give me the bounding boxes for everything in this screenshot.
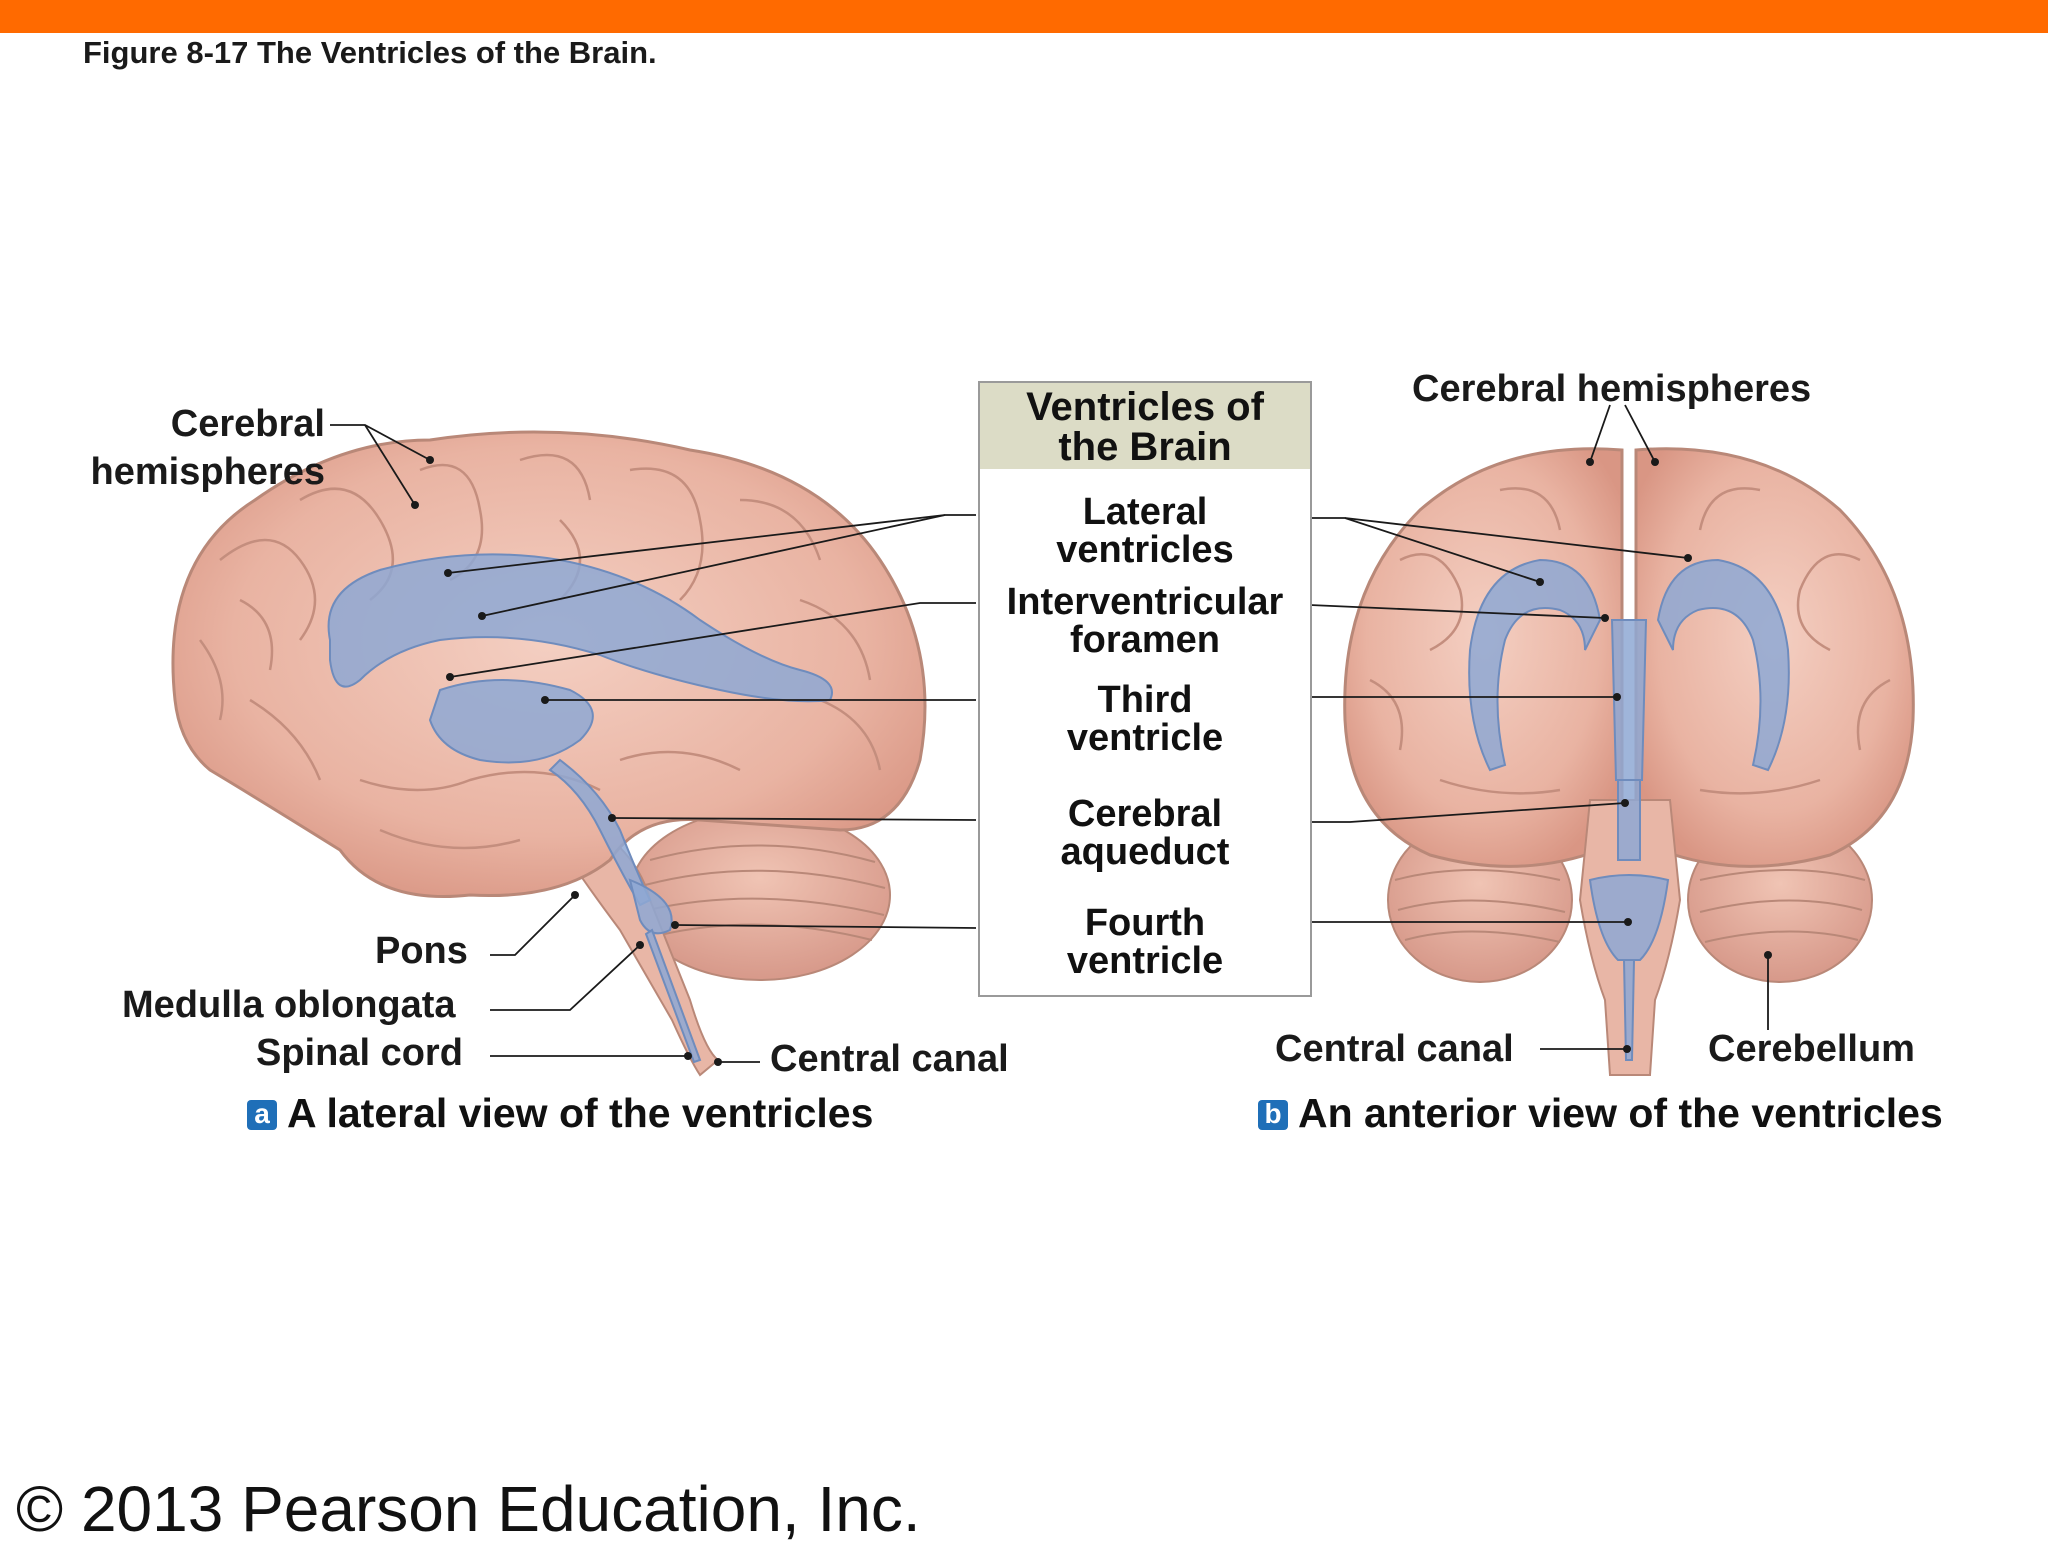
gyri-lateral [198,453,882,850]
label-pons: Pons [375,930,468,972]
caption-b-text: An anterior view of the ventricles [1298,1090,1943,1136]
key-cerebral-aqueduct: Cerebral aqueduct [1060,793,1230,873]
leader-dots [411,456,1772,1066]
key-fourth-ventricle: Fourth ventricle [1066,902,1224,982]
third-ventricle-anterior [1610,619,1648,781]
cerebellum-folia-anterior [1394,869,1866,943]
key-third-ventricle: Third ventricle [1066,679,1224,759]
central-canal-anterior [1622,959,1636,1061]
anterior-brain [1343,447,1915,1076]
lateral-ventricle-left-anterior [1468,558,1602,772]
central-canal-lateral [644,928,702,1064]
aqueduct-anterior [1617,779,1641,861]
key-interventricular-foramen: Interventricular foramen [1006,581,1284,661]
label-central-canal-b: Central canal [1275,1028,1514,1070]
caption-a: a A lateral view of the ventricles [247,1090,873,1137]
gyri-anterior [1369,487,1891,795]
label-medulla-oblongata: Medulla oblongata [122,984,456,1026]
copyright-notice: © 2013 Pearson Education, Inc. [16,1473,921,1545]
badge-b: b [1258,1100,1288,1130]
fourth-ventricle-lateral [628,878,673,935]
lateral-brain [171,430,927,1077]
ventricles-key: Ventricles of the Brain Lateral ventricl… [978,381,1312,997]
label-spinal-cord: Spinal cord [256,1032,463,1074]
key-header [980,383,1310,469]
header-bar [0,0,2048,33]
badge-a: a [247,1100,277,1130]
leader-lines [330,404,1769,1063]
lateral-ventricle-right-anterior [1656,558,1790,772]
figure-title: Figure 8-17 The Ventricles of the Brain. [83,35,657,70]
fourth-ventricle-anterior [1588,874,1670,961]
cerebellum-folia [644,844,886,941]
label-cerebral-hemispheres-a: Cerebral hemispheres [90,403,325,493]
key-title: Ventricles of the Brain [1026,385,1264,469]
label-cerebellum: Cerebellum [1708,1028,1915,1070]
caption-a-text: A lateral view of the ventricles [287,1090,874,1136]
cerebrum-lateral [171,430,927,899]
label-cerebral-hemispheres-b: Cerebral hemispheres [1412,368,1812,410]
key-lateral-ventricles: Lateral ventricles [1056,491,1234,571]
label-central-canal-a: Central canal [770,1038,1009,1080]
caption-b: b An anterior view of the ventricles [1258,1090,1943,1137]
